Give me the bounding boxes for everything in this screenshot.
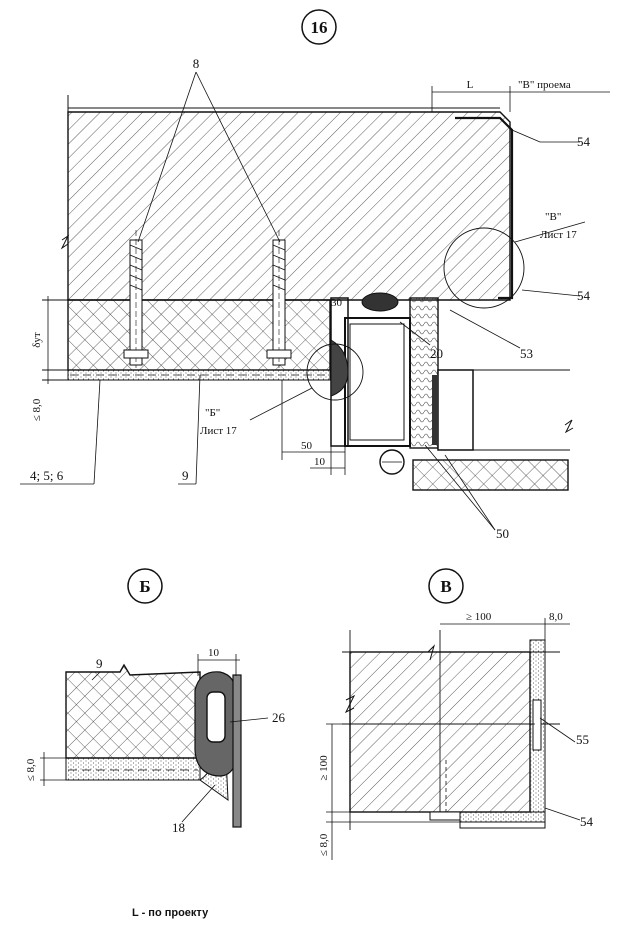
detail-v-callout-54: 54 xyxy=(580,814,594,829)
detail-b-dim-10: 10 xyxy=(208,647,220,659)
ref-b-sheet: Лист 17 xyxy=(200,425,237,437)
dim-8ut: δут xyxy=(31,332,43,348)
opening-label: "В" проема xyxy=(518,79,571,91)
ref-v-label: "В" xyxy=(545,211,561,223)
dim-30: 30 xyxy=(331,297,343,309)
plaster-layer xyxy=(67,369,331,381)
detail-v-dim-100-top: ≥ 100 xyxy=(466,611,492,623)
section-number: 16 xyxy=(311,18,328,37)
detail-b-callout-9: 9 xyxy=(96,656,103,671)
callout-9: 9 xyxy=(182,468,189,483)
detail-v-marker xyxy=(443,227,525,309)
detail-v-angle-horizontal xyxy=(459,811,546,823)
dim-10: 10 xyxy=(314,456,326,468)
detail-b-insulation xyxy=(65,663,201,759)
callout-54-top: 54 xyxy=(577,134,591,149)
detail-b: Б 9 10 26 ≤ 8,0 18 xyxy=(25,568,286,835)
footer-note: L - по проекту xyxy=(132,907,209,919)
window-frame xyxy=(330,292,474,475)
dim-50: 50 xyxy=(301,440,313,452)
section-circle xyxy=(301,9,337,45)
sill-insulation xyxy=(412,459,569,491)
detail-v: В ≥ 100 8,0 55 ≥ 100 54 ≤ 8,0 xyxy=(318,568,594,860)
callout-20: 20 xyxy=(430,346,443,361)
detail-b-plaster xyxy=(65,757,201,781)
detail-v-dim-100-side: ≥ 100 xyxy=(318,755,330,781)
callout-54-mid: 54 xyxy=(577,288,591,303)
callout-4-5-6: 4; 5; 6 xyxy=(30,468,64,483)
dowel-left xyxy=(123,230,149,368)
detail-b-dim-8: ≤ 8,0 xyxy=(25,758,37,781)
ref-b-label: "Б" xyxy=(205,407,220,419)
seal-20 xyxy=(361,292,399,312)
callout-53: 53 xyxy=(520,346,533,361)
detail-b-circle xyxy=(127,568,163,604)
detail-v-title: В xyxy=(440,577,451,596)
detail-b-title: Б xyxy=(139,577,150,596)
detail-v-dim-8-top: 8,0 xyxy=(549,611,563,623)
detail-b-frame xyxy=(232,674,242,828)
detail-v-dim-8-bottom: ≤ 8,0 xyxy=(318,833,330,856)
break-mark xyxy=(60,234,70,250)
detail-b-callout-18: 18 xyxy=(172,820,185,835)
ref-v-sheet: Лист 17 xyxy=(540,229,577,241)
steel-angle-54 xyxy=(455,116,514,300)
detail-b-callout-26: 26 xyxy=(272,710,286,725)
detail-v-callout-55: 55 xyxy=(576,732,589,747)
dim-8-0: ≤ 8,0 xyxy=(31,398,43,421)
dim-L: L xyxy=(467,79,474,91)
main-view: 16 8 xyxy=(20,9,610,541)
detail-v-circle xyxy=(428,568,464,604)
callout-50: 50 xyxy=(496,526,509,541)
dowel-right xyxy=(266,230,292,368)
insulation-layer xyxy=(67,299,331,371)
detail-b-marker xyxy=(306,343,364,401)
callout-8-label: 8 xyxy=(193,56,200,71)
